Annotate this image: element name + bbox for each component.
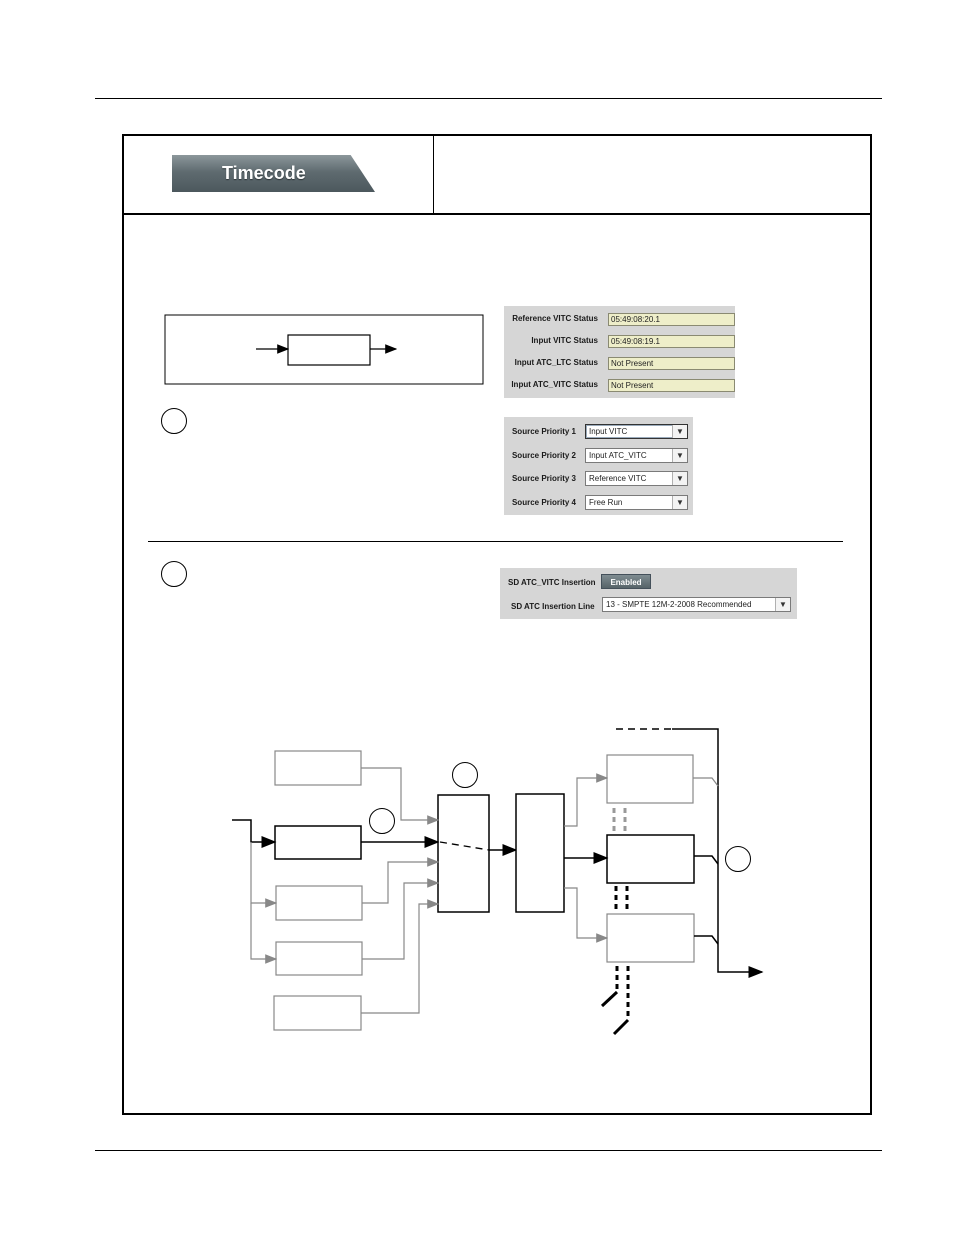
feed-to-box-3 (250, 842, 278, 908)
status-value: 05:49:08:20.1 (608, 313, 735, 326)
select-value: 13 - SMPTE 12M-2-2008 Recommended (606, 600, 752, 609)
output-box-3 (606, 913, 695, 963)
feed-to-box-4 (250, 903, 278, 964)
out-3-to-bus (694, 935, 719, 945)
callout-circle-2 (161, 561, 187, 587)
top-rule (95, 98, 882, 99)
header-divider (433, 136, 434, 213)
source-box-3 (275, 885, 363, 921)
source-priority-1-select[interactable]: Input VITC ▼ (585, 424, 688, 439)
status-label: Reference VITC Status (512, 314, 598, 323)
input-feed-line (232, 819, 277, 848)
status-row: Input ATC_LTC Status Not Present (504, 356, 735, 372)
out-2-to-bus (694, 855, 719, 865)
chevron-down-icon[interactable]: ▼ (672, 472, 687, 485)
timecode-status-panel: Reference VITC Status 05:49:08:20.1 Inpu… (504, 306, 735, 398)
selection-path (439, 841, 490, 851)
callout-circle-1 (161, 408, 187, 434)
status-value: 05:49:08:19.1 (608, 335, 735, 348)
link-box-1 (361, 767, 440, 825)
source-box-5 (273, 995, 362, 1031)
priority-row: Source Priority 4 Free Run ▼ (504, 495, 693, 511)
processor-to-out-3 (564, 887, 609, 943)
timecode-tab-label: Timecode (222, 163, 306, 183)
source-priority-panel: Source Priority 1 Input VITC ▼ Source Pr… (504, 417, 693, 515)
priority-label: Source Priority 2 (511, 451, 576, 460)
select-value: Input ATC_VITC (589, 451, 647, 460)
source-box-2 (274, 825, 362, 860)
link-box-5 (361, 899, 440, 1014)
callout-circle-selector (452, 762, 478, 788)
output-box-1 (606, 754, 694, 804)
callout-circle-output (725, 846, 751, 872)
select-value: Reference VITC (589, 474, 647, 483)
chevron-down-icon[interactable]: ▼ (672, 496, 687, 509)
select-value: Free Run (589, 498, 623, 507)
status-value: Not Present (608, 379, 735, 392)
select-value: Input VITC (589, 427, 628, 436)
header-row: Timecode (124, 136, 870, 215)
status-row: Input ATC_VITC Status Not Present (504, 378, 735, 394)
link-box-3 (362, 857, 440, 904)
chevron-down-icon[interactable]: ▼ (672, 449, 687, 462)
status-row: Reference VITC Status 05:49:08:20.1 (504, 312, 735, 328)
chevron-down-icon[interactable]: ▼ (672, 425, 687, 438)
source-box-4 (275, 941, 363, 976)
timecode-tab[interactable]: Timecode (172, 155, 375, 192)
link-box-4 (362, 878, 440, 960)
source-box-1 (274, 750, 362, 786)
priority-row: Source Priority 2 Input ATC_VITC ▼ (504, 448, 693, 464)
content-frame: Timecode (122, 134, 872, 1115)
priority-row: Source Priority 1 Input VITC ▼ (504, 424, 693, 440)
chevron-down-icon[interactable]: ▼ (775, 598, 790, 611)
source-priority-2-select[interactable]: Input ATC_VITC ▼ (585, 448, 688, 463)
simple-diagram-frame (164, 314, 484, 385)
insertion-line-select[interactable]: 13 - SMPTE 12M-2-2008 Recommended ▼ (602, 597, 791, 612)
atc-insertion-panel: SD ATC_VITC Insertion Enabled SD ATC Ins… (500, 568, 797, 619)
output-box-2 (606, 834, 695, 884)
processor-to-out-1 (564, 773, 609, 827)
priority-label: Source Priority 3 (511, 474, 576, 483)
out-1-to-bus (693, 777, 719, 787)
insertion-label: SD ATC_VITC Insertion (508, 578, 596, 587)
signal-flow-diagram (232, 728, 764, 1036)
priority-row: Source Priority 3 Reference VITC ▼ (504, 471, 693, 487)
source-priority-4-select[interactable]: Free Run ▼ (585, 495, 688, 510)
simple-diagram-block (287, 334, 371, 366)
source-priority-3-select[interactable]: Reference VITC ▼ (585, 471, 688, 486)
priority-label: Source Priority 4 (511, 498, 576, 507)
insertion-line-label: SD ATC Insertion Line (511, 602, 595, 611)
tail-b (612, 1018, 630, 1036)
bus-line (672, 728, 764, 978)
section-separator (148, 541, 843, 542)
callout-circle-source (369, 808, 395, 834)
processor-box (515, 793, 565, 913)
priority-selector-box (437, 794, 490, 913)
priority-label: Source Priority 1 (511, 427, 576, 436)
status-row: Input VITC Status 05:49:08:19.1 (504, 334, 735, 350)
bottom-rule (95, 1150, 882, 1151)
status-value: Not Present (608, 357, 735, 370)
status-label: Input ATC_LTC Status (514, 358, 598, 367)
tail-a (600, 990, 619, 1008)
status-label: Input VITC Status (531, 336, 598, 345)
status-label: Input ATC_VITC Status (511, 380, 598, 389)
insertion-enabled-toggle[interactable]: Enabled (601, 574, 651, 589)
